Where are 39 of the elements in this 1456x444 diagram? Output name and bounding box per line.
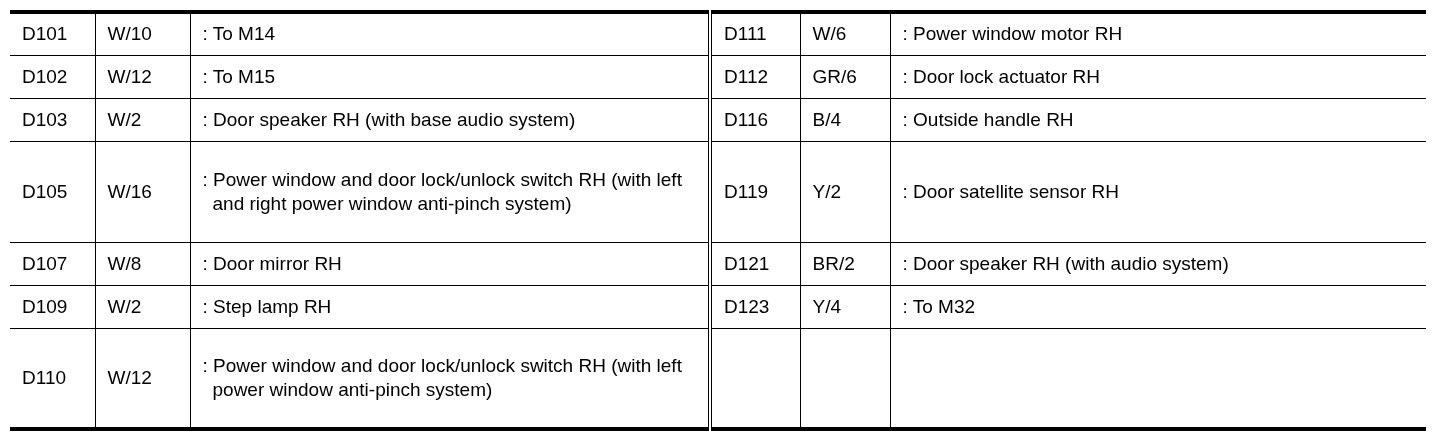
connector-code: D110 [22, 366, 66, 388]
connector-description: : Power window and door lock/unlock switch RH (with left and right power window anti-pinch system) [202, 167, 683, 216]
wire-color-pins: W/2 [107, 295, 142, 317]
wire-color-pins: GR/6 [812, 65, 857, 87]
connector-code: D109 [22, 295, 68, 317]
wire-color-pins: W/12 [107, 65, 152, 87]
connector-code: D103 [22, 108, 68, 130]
wire-color-pins: W/10 [107, 23, 152, 45]
wire-color-pins: B/4 [812, 108, 842, 130]
wire-color-pins: W/12 [107, 366, 152, 388]
connector-code: D112 [724, 65, 768, 87]
connector-code: D101 [22, 23, 68, 45]
connector-description: : To M15 [202, 64, 276, 89]
connector-description: : Power window and door lock/unlock switch RH (with left power window anti-pinch system) [202, 353, 683, 402]
connector-code: D102 [22, 65, 68, 87]
connector-description: : Step lamp RH [202, 294, 332, 319]
wire-color-pins: W/6 [812, 23, 847, 45]
connector-description: : Door speaker RH (with audio system) [902, 251, 1229, 276]
wire-color-pins: W/16 [107, 180, 152, 202]
connector-description: : To M32 [902, 294, 976, 319]
connector-code: D116 [724, 108, 768, 130]
connector-description: : Power window motor RH [902, 22, 1123, 47]
connector-description: : Door speaker RH (with base audio system) [202, 107, 576, 132]
wire-color-pins: Y/2 [812, 180, 842, 202]
wire-color-pins: W/2 [107, 108, 142, 130]
connector-description: : To M14 [202, 22, 276, 47]
connector-description: : Door satellite sensor RH [902, 179, 1119, 204]
connector-code: D111 [724, 23, 767, 45]
connector-description: : Door mirror RH [202, 251, 342, 276]
wire-color-pins: Y/4 [812, 295, 842, 317]
wire-color-pins: W/8 [107, 252, 142, 274]
connector-description: : Outside handle RH [902, 107, 1074, 132]
connector-code: D123 [724, 295, 770, 317]
wire-color-pins: BR/2 [812, 252, 855, 274]
connector-code: D121 [724, 252, 770, 274]
connector-code: D107 [22, 252, 68, 274]
connector-code: D105 [22, 180, 68, 202]
connector-code: D119 [724, 180, 768, 202]
connector-description: : Door lock actuator RH [902, 64, 1100, 89]
